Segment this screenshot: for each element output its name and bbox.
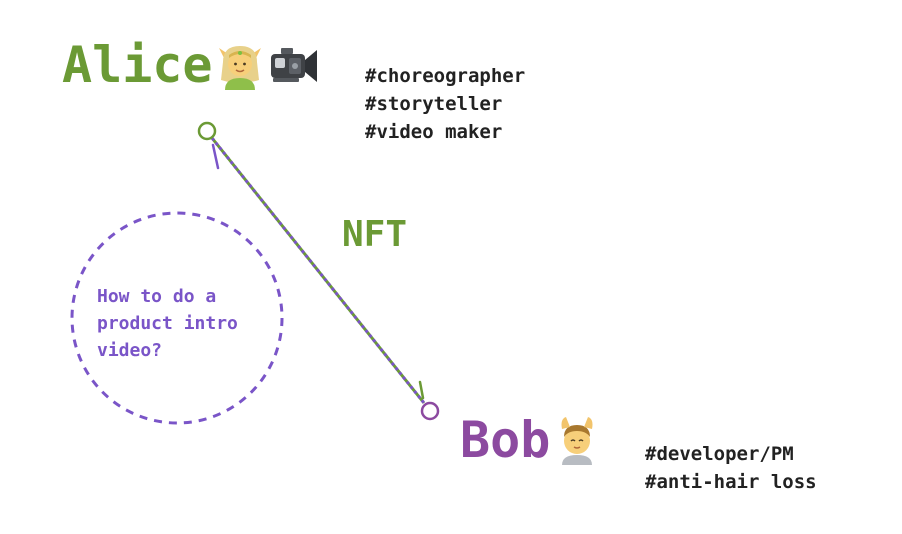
edge-end-handle[interactable] xyxy=(420,401,440,421)
alice-tag: #storyteller xyxy=(365,93,503,115)
node-alice[interactable]: Alice xyxy=(62,40,321,98)
elf-icon xyxy=(215,40,265,98)
video-camera-icon xyxy=(267,40,321,98)
note-bubble xyxy=(70,211,284,425)
alice-tag: #choreographer xyxy=(365,65,526,87)
node-alice-name: Alice xyxy=(62,36,213,94)
note-line: product intro xyxy=(97,313,238,334)
note-line: video? xyxy=(97,340,163,361)
node-bob-tags: #developer/PM #anti-hair loss xyxy=(645,440,817,496)
node-bob-name: Bob xyxy=(460,411,551,469)
edge-line-dashes xyxy=(210,137,426,404)
alice-tag: #video maker xyxy=(365,121,503,143)
node-bob[interactable]: Bob xyxy=(460,415,602,473)
note-line: How to do a xyxy=(97,286,217,307)
note-text: How to do a product intro video? xyxy=(97,283,287,364)
edge-start-handle[interactable] xyxy=(197,121,217,141)
edge-start-tick xyxy=(211,143,220,170)
bob-tag: #anti-hair loss xyxy=(645,471,817,493)
edge-label: NFT xyxy=(342,214,408,255)
bob-tag: #developer/PM xyxy=(645,443,794,465)
node-alice-tags: #choreographer #storyteller #video maker xyxy=(365,62,525,146)
edge-end-tick xyxy=(418,380,425,400)
head-massage-icon xyxy=(552,415,602,473)
